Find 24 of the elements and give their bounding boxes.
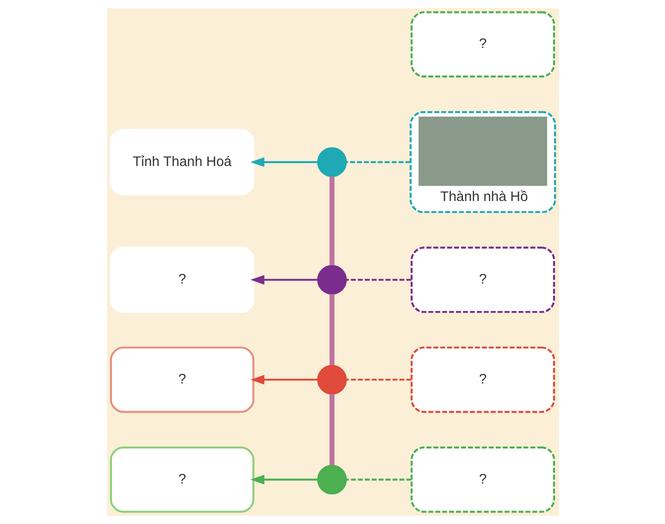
connector	[346, 278, 411, 281]
node-circle	[316, 264, 346, 295]
arrow	[250, 374, 318, 385]
node-box: Tỉnh Thanh Hoá	[109, 128, 254, 196]
node-box: Thành nhà Hồ	[409, 111, 556, 214]
node-box: ?	[109, 446, 254, 513]
connector	[329, 176, 334, 266]
arrow	[250, 157, 318, 167]
node-box: ?	[109, 346, 254, 413]
connector	[346, 478, 411, 481]
node-box: ?	[410, 246, 555, 313]
connector	[329, 294, 334, 366]
node-circle	[316, 364, 346, 395]
node-box: ?	[410, 446, 555, 513]
arrow	[250, 474, 318, 484]
connector	[346, 161, 410, 164]
connector	[346, 378, 411, 381]
node-circle	[316, 147, 346, 177]
node-box: ?	[410, 11, 555, 78]
node-box: ?	[109, 246, 254, 313]
node-box: ?	[410, 346, 555, 413]
node-circle	[316, 464, 346, 494]
connector	[329, 394, 334, 466]
arrow	[250, 274, 318, 285]
